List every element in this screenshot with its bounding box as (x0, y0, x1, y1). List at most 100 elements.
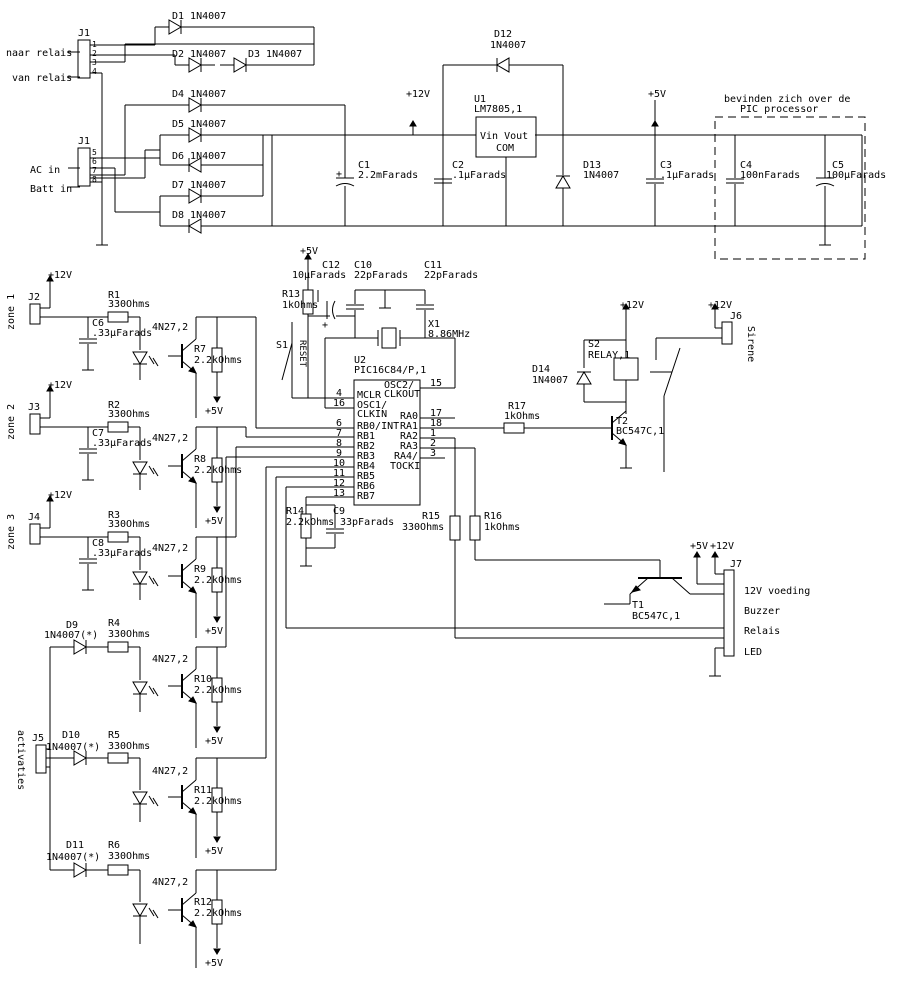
d14-ref: D14 (532, 364, 550, 375)
r7-value: 2.2kOhms (194, 355, 242, 366)
r14-value: 2.2kOhms (286, 517, 334, 528)
pin-15: 15 (430, 378, 442, 389)
zone-1-plus5: +5V (205, 406, 223, 417)
c10-value: 22pFarads (354, 270, 408, 281)
r9-ref: R9 (194, 564, 206, 575)
c1-value: 2.2mFarads (358, 170, 418, 181)
output-section: +12V D14 1N4007 S2 RELAY,1 T2 BC547C,1 +… (475, 300, 810, 677)
zone-2-input: J3 zone 2 +12V R2 330Ohms C7 .33µFarads … (6, 380, 247, 528)
crystal-x1 (381, 327, 397, 349)
d10-ref: D10 (62, 730, 80, 741)
u2-ref: U2 (354, 355, 366, 366)
r3-value: 330Ohms (108, 519, 150, 530)
r12-ref: R12 (194, 897, 212, 908)
opto-5-label: 4N27,2 (152, 766, 188, 777)
j7-relais: Relais (744, 626, 780, 637)
r13-ref: R13 (282, 289, 300, 300)
r6-ref: R6 (108, 840, 120, 851)
j7-plus12: +12V (710, 541, 734, 552)
pin-name-tocki: TOCKI (390, 461, 420, 472)
d13-ref: D13 (583, 160, 601, 171)
pin-name-clkout: CLKOUT (384, 389, 420, 400)
r2-value: 330Ohms (108, 409, 150, 420)
d1-label: D1 1N4007 (172, 11, 226, 22)
pin-16: 16 (333, 398, 345, 409)
u1-ref: U1 (474, 94, 486, 105)
c9-value: 33pFarads (340, 517, 394, 528)
pin-name-ra0: RA0 (400, 411, 418, 422)
pin-name-osc1: OSC1/ (357, 400, 387, 411)
d2-label: D2 1N4007 (172, 49, 226, 60)
r2-ref: R2 (108, 400, 120, 411)
j6-label: J6 (730, 311, 742, 322)
pin-name-rb0: RB0/INT (357, 421, 399, 432)
label-ac-in: AC in (30, 165, 60, 176)
d9-ref: D9 (66, 620, 78, 631)
x1-value: 8.86MHz (428, 329, 470, 340)
r14-ref: R14 (286, 506, 304, 517)
pin-8: 8 (336, 438, 342, 449)
sirene-label: Sirene (745, 326, 756, 362)
pin-10: 10 (333, 458, 345, 469)
c9-ref: C9 (333, 506, 345, 517)
d3-label: D3 1N4007 (248, 49, 302, 60)
activaties-section: J5 activaties D9 1N4007(*) R4 330Ohms 4N… (15, 457, 277, 969)
pin-4: 4 (336, 388, 342, 399)
c11-value: 22pFarads (424, 270, 478, 281)
pin-11: 11 (333, 468, 345, 479)
zone-3-label: zone 3 (6, 514, 17, 550)
u1-value: LM7805,1 (474, 104, 522, 115)
pin-7: 7 (336, 428, 342, 439)
d9-value: 1N4007(*) (44, 630, 98, 641)
j1-pin-2: 2 (92, 49, 97, 58)
x1-ref: X1 (428, 319, 440, 330)
c2-ref: C2 (452, 160, 464, 171)
c7-value: .33µFarads (92, 438, 152, 449)
zone-1-input: J2 zone 1 +12V R1 330Ohms C6 .33µFarads … (6, 270, 257, 428)
t1-value: BC547C,1 (632, 611, 680, 622)
r15-ref: R15 (422, 511, 440, 522)
r5-value: 330Ohms (108, 741, 150, 752)
c12-value: 10µFarads (292, 270, 346, 281)
r3-ref: R3 (108, 510, 120, 521)
j1-pin-6: 6 (92, 157, 97, 166)
c5-ref: C5 (832, 160, 844, 171)
r16-value: 1kOhms (484, 522, 520, 533)
connector-j1-top (77, 39, 91, 79)
s2-ref: S2 (588, 339, 600, 350)
resistor-r17 (503, 422, 525, 434)
r4-value: 330Ohms (108, 629, 150, 640)
c7-ref: C7 (92, 428, 104, 439)
r4-ref: R4 (108, 618, 120, 629)
plus12-power: +12V (406, 89, 430, 100)
note-line-1: bevinden zich over de (724, 94, 850, 105)
j7-led: LED (744, 647, 762, 658)
d12-value: 1N4007 (490, 40, 526, 51)
j5-label: J5 (32, 733, 44, 744)
r1-ref: R1 (108, 290, 120, 301)
opto-2-label: 4N27,2 (152, 433, 188, 444)
pin-12: 12 (333, 478, 345, 489)
c3-value: .1µFarads (660, 170, 714, 181)
c2-value: .1µFarads (452, 170, 506, 181)
zone-1-plus12: +12V (48, 270, 72, 281)
pin-name-rb1: RB1 (357, 431, 375, 442)
c11-ref: C11 (424, 260, 442, 271)
t1-ref: T1 (632, 600, 644, 611)
c5-value: 100µFarads (826, 170, 886, 181)
c10-ref: C10 (354, 260, 372, 271)
act-2-plus5: +5V (205, 846, 223, 857)
r17-value: 1kOhms (504, 411, 540, 422)
pin-name-ra2: RA2 (400, 431, 418, 442)
pin-13: 13 (333, 488, 345, 499)
j7-plus5: +5V (690, 541, 708, 552)
pin-name-ra1: RA1 (400, 421, 418, 432)
r16-ref: R16 (484, 511, 502, 522)
c12-plus: + (322, 320, 328, 331)
c6-value: .33µFarads (92, 328, 152, 339)
pic-decoupling-box (714, 116, 866, 260)
j3-label: J3 (28, 402, 40, 413)
r9-value: 2.2kOhms (194, 575, 242, 586)
d12-ref: D12 (494, 29, 512, 40)
